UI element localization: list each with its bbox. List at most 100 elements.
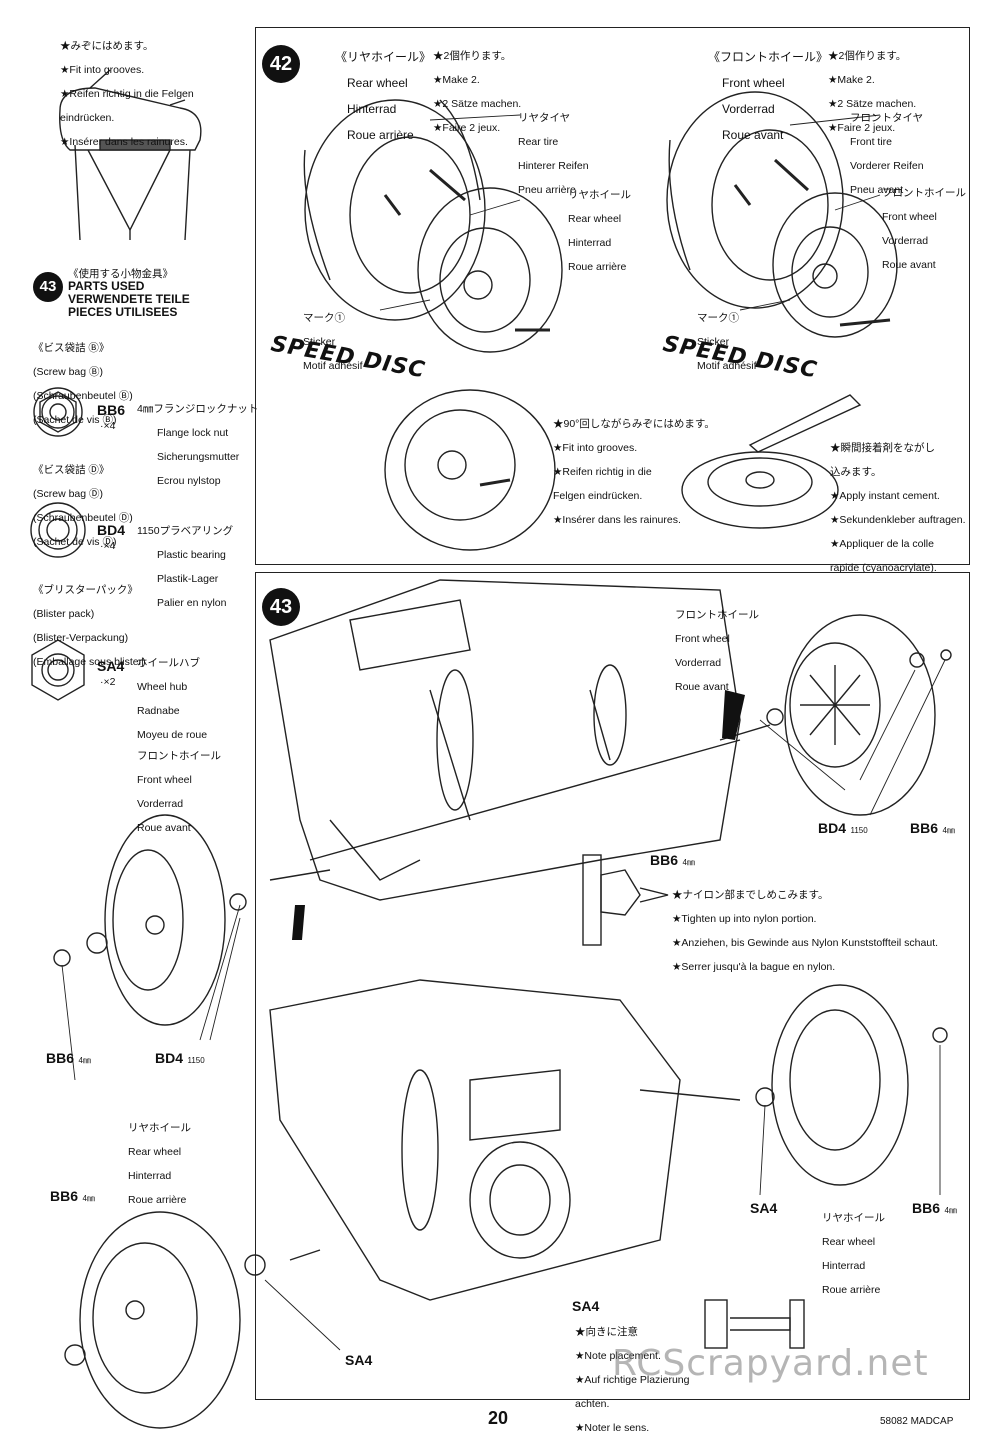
front-tire-en: Front tire — [850, 136, 893, 148]
rear-wheel-en: Rear wheel — [568, 213, 622, 225]
hub-orientation-drawing — [704, 1299, 805, 1349]
front-make-jp: ★2個作ります。 — [828, 50, 907, 62]
grooves-note-en: ★Fit into grooves. — [60, 64, 145, 76]
front-wheel-right-label: フロントホイール Front wheel Vorderrad Roue avan… — [675, 597, 759, 705]
sticker-left-jp: マーク① — [303, 312, 345, 324]
sticker-label-right: マーク① Sticker Motif adhésif — [697, 300, 757, 384]
front-wheel-de: Vorderrad — [882, 235, 929, 247]
bb6-rear-right-callout: BB6 4㎜ — [912, 1200, 957, 1218]
bag-d-de: (Schraubenbeutel Ⓓ) — [33, 512, 133, 524]
sticker-label-left: マーク① Sticker Motif adhésif — [303, 300, 363, 384]
bd4-name-fr: Palier en nylon — [157, 597, 227, 609]
blister-fr: (Emballage sous blister) — [33, 656, 146, 668]
bag-b-en: (Screw bag Ⓑ) — [33, 366, 104, 378]
front-make-de: ★2 Sätze machen. — [828, 98, 917, 110]
rear-wheel-de: Hinterrad — [568, 237, 612, 249]
front-tire-fr: Pneu avant — [850, 184, 904, 196]
fwl-de: Vorderrad — [137, 798, 184, 810]
rear-tire-en: Rear tire — [518, 136, 559, 148]
product-code: 58082 MADCAP — [880, 1416, 954, 1427]
bb6-rear-right-code: BB6 — [912, 1200, 941, 1216]
page-number: 20 — [488, 1408, 509, 1428]
rear-wheel-title-fr: Roue arrière — [347, 128, 414, 142]
bb6-rear-left-code: BB6 — [50, 1188, 79, 1204]
front-wheel-left-drawing — [53, 814, 247, 1026]
flange-nut-drawing — [33, 387, 83, 437]
rwl-jp: リヤホイール — [128, 1122, 191, 1134]
nylon-bb6-size: 4㎜ — [682, 858, 695, 867]
rear-wheel-title-en: Rear wheel — [347, 76, 408, 90]
rwr-de: Hinterrad — [822, 1260, 866, 1272]
fwl-jp: フロントホイール — [137, 750, 221, 762]
sticker-right-en: Sticker — [697, 336, 730, 348]
bag-b-jp: 《ビス袋詰 Ⓑ》 — [33, 342, 110, 354]
fwr-jp: フロントホイール — [675, 609, 759, 621]
rear-make-jp: ★2個作ります。 — [433, 50, 512, 62]
glue-note-jp-2: 込みます。 — [830, 466, 882, 478]
bd4-code: BD4 — [97, 522, 126, 538]
bb6-left-code: BB6 — [46, 1050, 75, 1066]
tire-cross-section-drawing — [59, 69, 202, 241]
rear-wheel-title-jp: 《リヤホイール》 — [335, 50, 432, 64]
sa4-qty: ·×2 — [100, 676, 116, 688]
bag-b-de: (Schraubenbeutel Ⓑ) — [33, 390, 133, 402]
glue-note-jp: ★瞬間接着剤をながし — [830, 442, 935, 454]
nylon-note-fr: ★Serrer jusqu'à la bague en nylon. — [672, 961, 836, 973]
bb6-name-de: Sicherungsmutter — [157, 451, 240, 463]
rear-make-en: ★Make 2. — [433, 74, 480, 86]
bd4-left-code: BD4 — [155, 1050, 184, 1066]
bb6-name: 4㎜フランジロックナット Flange lock nut Sicherungsm… — [137, 391, 258, 499]
front-wheel-en: Front wheel — [882, 211, 937, 223]
grooves-note-de: ★Reifen richtig in die Felgen — [60, 88, 194, 100]
bag-d-jp: 《ビス袋詰 Ⓓ》 — [33, 464, 110, 476]
glue-note-en: ★Apply instant cement. — [830, 490, 940, 502]
wheel-assembly-drawing-left — [384, 389, 556, 551]
bd4-right-code: BD4 — [818, 820, 847, 836]
bb6-right-size: 4㎜ — [942, 826, 955, 835]
blister-jp: 《ブリスターパック》 — [33, 584, 138, 596]
rear-tire-label: リヤタイヤ Rear tire Hinterer Reifen Pneu arr… — [518, 100, 589, 208]
front-tire-de: Vorderer Reifen — [850, 160, 924, 172]
bb6-rear-left-callout: BB6 4㎜ — [50, 1188, 95, 1206]
blister-de: (Blister-Verpackung) — [33, 632, 129, 644]
grooves-note: ★みぞにはめます。 ★Fit into grooves. ★Reifen ric… — [60, 28, 194, 160]
front-wheel-right-drawing — [766, 614, 952, 816]
rwl-en: Rear wheel — [128, 1146, 182, 1158]
bd4-name: 1150プラベアリング Plastic bearing Plastik-Lage… — [137, 513, 233, 621]
glue-note-fr: ★Appliquer de la colle — [830, 538, 934, 550]
front-tire-exploded-drawing — [666, 91, 898, 338]
instant-cement-note: ★瞬間接着剤をながし 込みます。 ★Apply instant cement. … — [830, 430, 966, 586]
step-43-badge-small: 43 — [33, 272, 63, 302]
rotate-note-jp: ★90°回しながらみぞにはめます。 — [553, 418, 715, 430]
step-42-panel — [255, 27, 970, 565]
blister-pack-label: 《ブリスターパック》 (Blister pack) (Blister-Verpa… — [33, 572, 146, 680]
bb6-left-callout: BB6 4㎜ — [46, 1050, 91, 1068]
rear-wheel-left-drawing — [64, 1211, 266, 1429]
bag-b-fr: (Sachet de vis Ⓑ) — [33, 414, 117, 426]
grooves-note-jp: ★みぞにはめます。 — [60, 40, 154, 52]
rear-tire-de: Hinterer Reifen — [518, 160, 589, 172]
bd4-qty: ·×4 — [100, 540, 116, 552]
front-tire-label: フロントタイヤ Front tire Vorderer Reifen Pneu … — [850, 100, 924, 208]
fwr-fr: Roue avant — [675, 681, 729, 693]
sa4-note-fr: ★Noter le sens. — [575, 1422, 650, 1434]
rear-wheel-title-de: Hinterrad — [347, 102, 397, 116]
bb6-code: BB6 — [97, 402, 126, 418]
sa4-code: SA4 — [97, 658, 125, 674]
front-wheel-title-en: Front wheel — [722, 76, 785, 90]
rear-tire-fr: Pneu arrière — [518, 184, 576, 196]
sa4-placement-note: ★向きに注意 ★Note placement. ★Auf richtige Pl… — [575, 1314, 689, 1446]
front-make-note: ★2個作ります。 ★Make 2. ★2 Sätze machen. ★Fair… — [828, 38, 916, 146]
sticker-left-fr: Motif adhésif — [303, 360, 363, 372]
rotate-note-de: ★Reifen richtig in die — [553, 466, 652, 478]
bb6-right-code: BB6 — [910, 820, 939, 836]
rear-wheel-right-label: リヤホイール Rear wheel Hinterrad Roue arrière — [822, 1200, 885, 1308]
rear-wheel-jp: リヤホイール — [568, 189, 631, 201]
sticker-right-jp: マーク① — [697, 312, 739, 324]
rear-wheel-left-label: リヤホイール Rear wheel Hinterrad Roue arrière — [128, 1110, 191, 1218]
grooves-note-de-2: eindrücken. — [60, 112, 115, 124]
parts-used-fr: PIECES UTILISEES — [68, 305, 178, 319]
bb6-rear-right-size: 4㎜ — [944, 1206, 957, 1215]
screw-bag-b-label: 《ビス袋詰 Ⓑ》 (Screw bag Ⓑ) (Schraubenbeutel … — [33, 330, 133, 438]
nylon-note-de: ★Anziehen, bis Gewinde aus Nylon Kunstst… — [672, 937, 939, 949]
